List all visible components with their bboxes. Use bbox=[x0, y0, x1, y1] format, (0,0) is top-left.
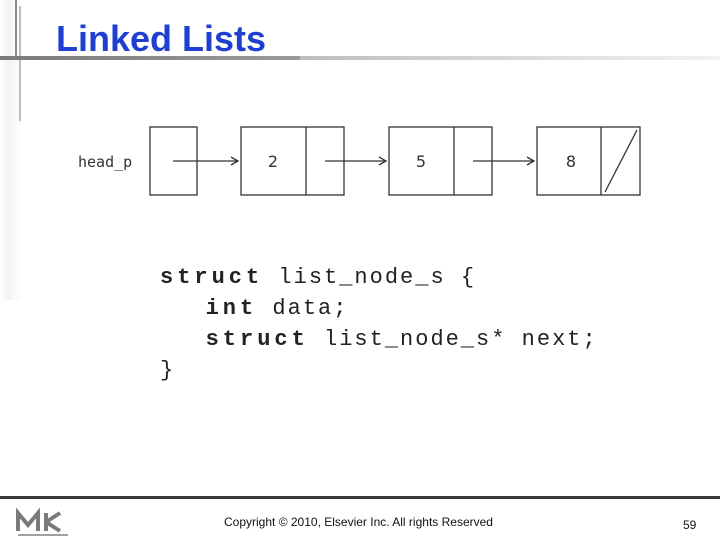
mk-logo-icon bbox=[16, 507, 68, 536]
code-line-4: } bbox=[160, 358, 176, 383]
null-pointer-slash bbox=[604, 129, 638, 193]
page-number: 59 bbox=[683, 518, 697, 532]
arrowhead bbox=[230, 156, 240, 166]
code-line-2: int data; bbox=[205, 296, 349, 321]
code-line-3: struct list_node_s* next; bbox=[205, 327, 598, 352]
slide-title: Linked Lists bbox=[56, 18, 267, 59]
linked-list-diagram: head_p 2 5 8 bbox=[78, 126, 641, 196]
arrowhead bbox=[378, 156, 388, 166]
node-2-data: 5 bbox=[416, 152, 426, 171]
copyright-notice: Copyright © 2010, Elsevier Inc. All righ… bbox=[224, 515, 493, 529]
left-rail-line-faint bbox=[19, 6, 21, 121]
node-1-data: 2 bbox=[268, 152, 278, 171]
slide-footer: Copyright © 2010, Elsevier Inc. All righ… bbox=[0, 496, 720, 543]
title-rule bbox=[0, 56, 300, 60]
left-decorative-rail bbox=[0, 0, 22, 300]
head-pointer-label: head_p bbox=[78, 153, 132, 171]
left-rail-line bbox=[15, 0, 17, 58]
node-3-box bbox=[536, 126, 641, 196]
struct-definition-code: struct list_node_s { int data; struct li… bbox=[160, 262, 598, 386]
node-3-data: 8 bbox=[566, 152, 576, 171]
code-line-1: struct list_node_s { bbox=[160, 265, 477, 290]
arrowhead bbox=[526, 156, 536, 166]
title-rule-fade bbox=[300, 56, 720, 60]
